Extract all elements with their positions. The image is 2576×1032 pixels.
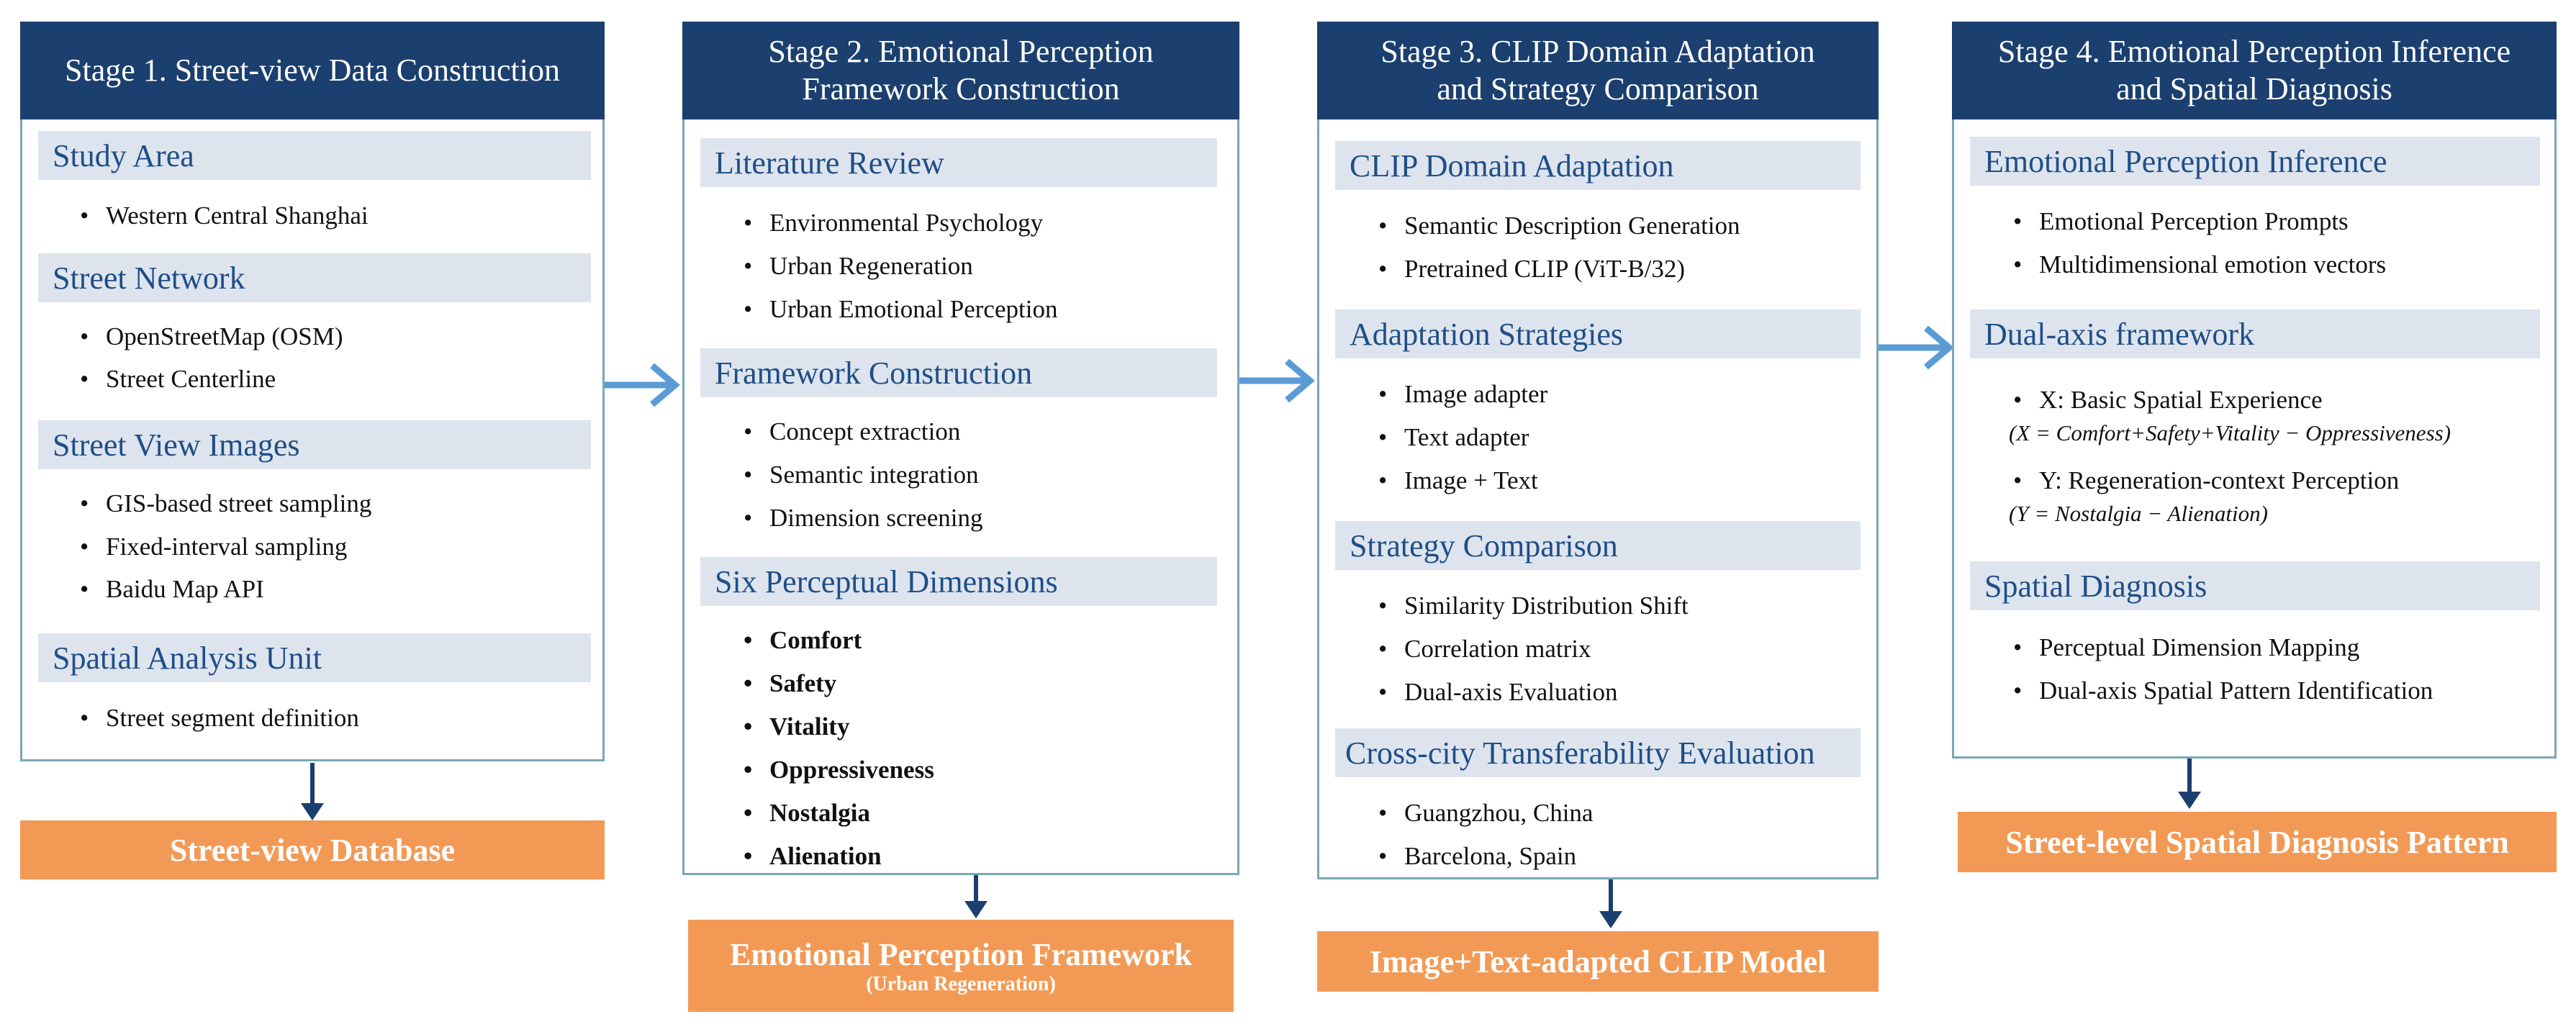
dimension-item: Nostalgia bbox=[744, 799, 870, 828]
stage-2-header: Stage 2. Emotional Perception Framework … bbox=[682, 22, 1239, 119]
section-six-perceptual-dimensions: Six Perceptual Dimensions bbox=[700, 557, 1217, 606]
flow-arrow-2 bbox=[1239, 358, 1315, 403]
stage-1-header: Stage 1. Street-view Data Construction bbox=[20, 22, 605, 119]
list-item: Dual-axis Spatial Pattern Identification bbox=[2013, 676, 2433, 705]
list-item: Concept extraction bbox=[744, 417, 960, 446]
list-item: Perceptual Dimension Mapping bbox=[2013, 633, 2359, 662]
stage-4-header-text: Stage 4. Emotional Perception Inference … bbox=[1997, 34, 2511, 107]
section-street-network: Street Network bbox=[38, 253, 591, 302]
dimension-item: Alienation bbox=[744, 842, 882, 871]
flow-arrow-3 bbox=[1879, 325, 1954, 370]
stage-3-header-text: Stage 3. CLIP Domain Adaptation and Stra… bbox=[1380, 34, 1815, 107]
list-item: Correlation matrix bbox=[1378, 635, 1591, 664]
stage-3-down-arrow bbox=[1599, 879, 1622, 928]
list-item: Dimension screening bbox=[744, 504, 982, 533]
section-strategy-comparison: Strategy Comparison bbox=[1335, 521, 1861, 570]
stage-3-header: Stage 3. CLIP Domain Adaptation and Stra… bbox=[1317, 22, 1879, 119]
list-item: Urban Emotional Perception bbox=[744, 295, 1057, 324]
dimension-item: Comfort bbox=[744, 626, 862, 655]
stage-4-down-arrow bbox=[2178, 759, 2201, 809]
dimension-item: Vitality bbox=[744, 712, 849, 741]
stage-4-header: Stage 4. Emotional Perception Inference … bbox=[1952, 22, 2557, 119]
list-item: Text adapter bbox=[1378, 423, 1529, 452]
list-item: Baidu Map API bbox=[80, 575, 264, 604]
stage-1-down-arrow bbox=[301, 763, 324, 820]
section-study-area: Study Area bbox=[38, 131, 591, 180]
stage-4-box: Emotional Perception Inference Emotional… bbox=[1952, 119, 2557, 759]
list-item: Emotional Perception Prompts bbox=[2013, 207, 2349, 236]
section-cross-city-transferability: Cross-city Transferability Evaluation bbox=[1335, 728, 1861, 777]
stage-1-output-label: Street-view Database bbox=[169, 832, 456, 868]
stage-1-box: Study Area Western Central Shanghai Stre… bbox=[20, 119, 605, 761]
stage-1-output-box: Street-view Database bbox=[20, 820, 605, 879]
stage-2-output-sublabel: (Urban Regeneration) bbox=[866, 972, 1056, 995]
stage-4-output-box: Street-level Spatial Diagnosis Pattern bbox=[1958, 812, 2557, 872]
section-clip-domain-adaptation: CLIP Domain Adaptation bbox=[1335, 141, 1861, 190]
section-emotional-perception-inference: Emotional Perception Inference bbox=[1970, 137, 2540, 186]
list-item: Y: Regeneration-context Perception bbox=[2013, 466, 2399, 495]
stage-4-output-label: Street-level Spatial Diagnosis Pattern bbox=[2005, 824, 2509, 860]
stage-2-header-text: Stage 2. Emotional Perception Framework … bbox=[768, 34, 1154, 107]
list-item: Image adapter bbox=[1378, 380, 1547, 409]
list-item: Urban Regeneration bbox=[744, 252, 973, 281]
section-spatial-diagnosis: Spatial Diagnosis bbox=[1970, 561, 2540, 610]
list-item: Barcelona, Spain bbox=[1378, 842, 1576, 871]
y-axis-formula: (Y = Nostalgia − Alienation) bbox=[2009, 501, 2268, 526]
list-item: Dual-axis Evaluation bbox=[1378, 678, 1617, 707]
section-street-view-images: Street View Images bbox=[38, 420, 591, 469]
dimension-item: Oppressiveness bbox=[744, 756, 934, 784]
list-item: Western Central Shanghai bbox=[80, 202, 369, 230]
list-item: Street Centerline bbox=[80, 365, 276, 394]
stage-1-header-text: Stage 1. Street-view Data Construction bbox=[65, 53, 560, 88]
list-item: Street segment definition bbox=[80, 704, 359, 733]
section-literature-review: Literature Review bbox=[700, 138, 1217, 187]
stage-2-down-arrow bbox=[964, 875, 988, 918]
list-item: Similarity Distribution Shift bbox=[1378, 592, 1689, 620]
stage-3-output-box: Image+Text-adapted CLIP Model bbox=[1317, 931, 1879, 992]
list-item: Environmental Psychology bbox=[744, 209, 1043, 237]
x-axis-formula: (X = Comfort+Safety+Vitality − Oppressiv… bbox=[2009, 420, 2451, 445]
list-item: OpenStreetMap (OSM) bbox=[80, 322, 343, 351]
list-item: Semantic Description Generation bbox=[1378, 212, 1740, 240]
stage-2-output-box: Emotional Perception Framework (Urban Re… bbox=[688, 920, 1234, 1012]
list-item: Guangzhou, China bbox=[1378, 799, 1593, 828]
stage-2-output-label: Emotional Perception Framework bbox=[730, 936, 1192, 972]
section-dual-axis-framework: Dual-axis framework bbox=[1970, 309, 2540, 358]
stage-3-output-label: Image+Text-adapted CLIP Model bbox=[1369, 943, 1827, 979]
list-item: Image + Text bbox=[1378, 466, 1538, 495]
flow-arrow-1 bbox=[605, 363, 680, 407]
stage-2-box: Literature Review Environmental Psycholo… bbox=[682, 119, 1239, 875]
stage-3-box: CLIP Domain Adaptation Semantic Descript… bbox=[1317, 119, 1879, 879]
list-item: Pretrained CLIP (ViT-B/32) bbox=[1378, 255, 1685, 284]
list-item: X: Basic Spatial Experience bbox=[2013, 386, 2323, 415]
list-item: Semantic integration bbox=[744, 461, 979, 489]
list-item: GIS-based street sampling bbox=[80, 489, 371, 518]
list-item: Multidimensional emotion vectors bbox=[2013, 250, 2386, 279]
list-item: Fixed-interval sampling bbox=[80, 533, 347, 561]
dimension-item: Safety bbox=[744, 669, 836, 698]
section-adaptation-strategies: Adaptation Strategies bbox=[1335, 309, 1861, 358]
section-spatial-analysis-unit: Spatial Analysis Unit bbox=[38, 633, 591, 682]
section-framework-construction: Framework Construction bbox=[700, 348, 1217, 397]
